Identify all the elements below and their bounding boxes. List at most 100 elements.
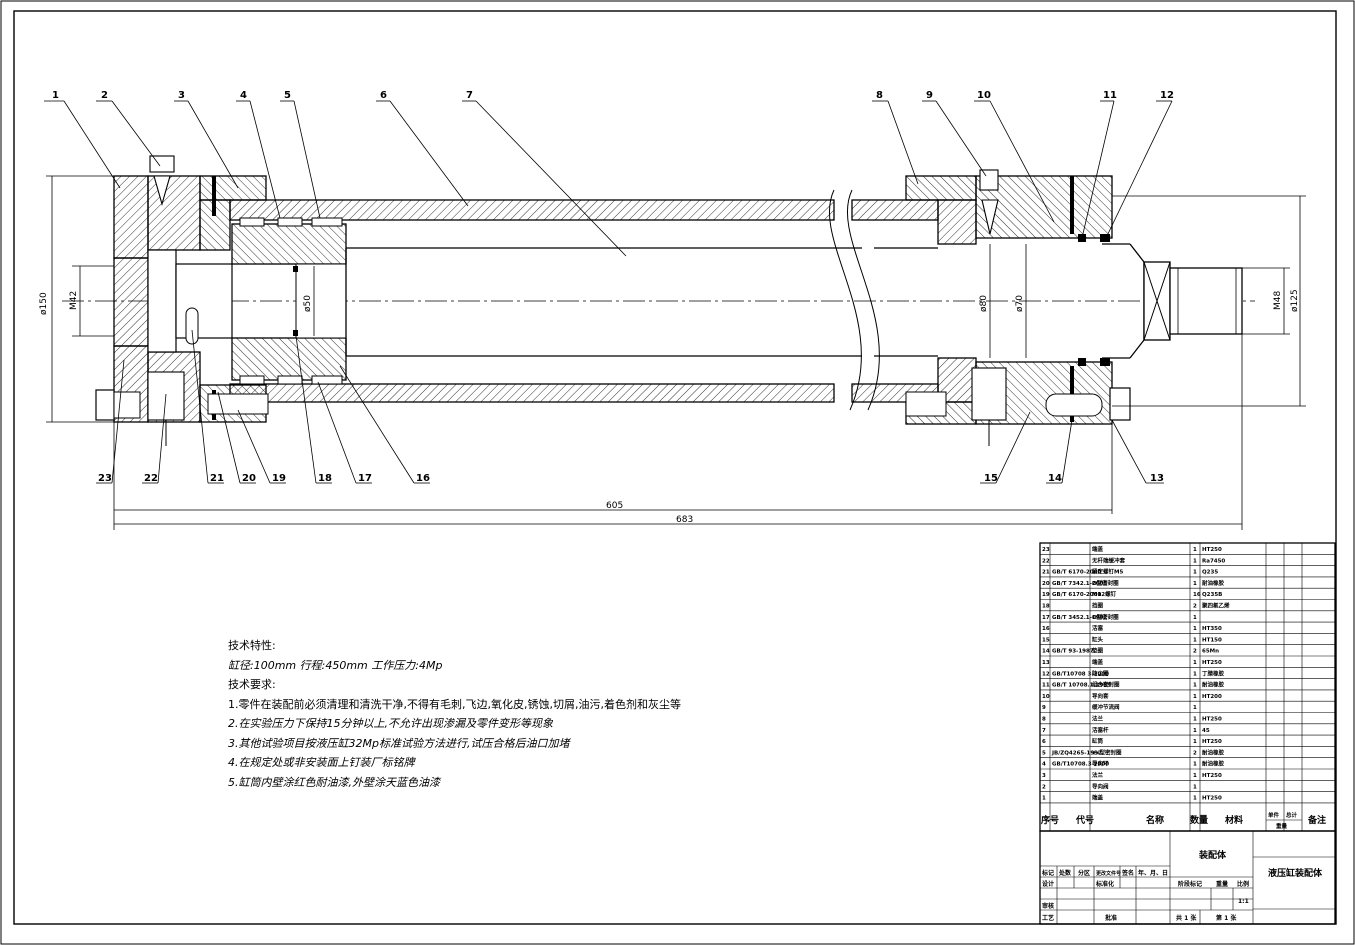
bom-cell-qty: 1 [1193, 671, 1197, 677]
balloon-19: 19 [272, 473, 286, 484]
balloon-12: 12 [1160, 90, 1174, 101]
requirement-4: 4.在规定处或非安装面上钉装厂标铭牌 [228, 756, 415, 769]
bom-cell-name: 缓冲节流阀 [1092, 703, 1120, 711]
bom-cell-no: 12 [1042, 671, 1050, 677]
bom-cell-mat: HT150 [1202, 637, 1222, 643]
dimensions [46, 175, 1306, 530]
piston-rod [345, 243, 1243, 359]
tb-date: 年、月、日 [1138, 869, 1168, 877]
bom-cell-qty: 1 [1193, 660, 1197, 666]
tb-review: 审核 [1042, 902, 1054, 910]
bom-cell-name: Yx型密封圈 [1091, 748, 1122, 756]
bom-cell-name: O型密封圈 [1092, 579, 1119, 587]
bom-cell-name: 无杆端缓冲套 [1091, 556, 1126, 564]
bom-cell-qty: 1 [1193, 615, 1197, 621]
bom-cell-name: 缸筒 [1092, 737, 1104, 745]
bom-cell-code: GB/T10708 3-2000 [1052, 671, 1109, 677]
bom-cell-mat: 65Mn [1202, 649, 1219, 655]
bom-cell-code: GB/T 6170-2000 [1052, 592, 1101, 598]
bom-cell-no: 11 [1042, 683, 1050, 689]
bom-cell-no: 5 [1042, 750, 1046, 756]
bom-cell-qty: 2 [1193, 604, 1197, 610]
bom-cell-name: 垫圈 [1092, 647, 1104, 655]
bom-cell-name: 防尘圈 [1092, 669, 1109, 677]
bom-cell-no: 20 [1042, 581, 1050, 587]
bom-cell-mat: HT250 [1202, 717, 1222, 723]
bom-header-total: 总计 [1286, 811, 1298, 819]
bom-cell-qty: 1 [1193, 762, 1197, 768]
bom-cell-qty: 1 [1193, 728, 1197, 734]
bom-cell-qty: 1 [1193, 796, 1197, 802]
bom-cell-name: O型密封圈 [1092, 613, 1119, 621]
balloon-7: 7 [466, 90, 473, 101]
bom-cell-mat: 耐油橡胶 [1202, 579, 1225, 587]
bom-cell-name: 紧定螺钉M5 [1092, 568, 1123, 576]
bom-cell-name: 组合密封圈 [1092, 681, 1120, 689]
bom-cell-name: 法兰 [1092, 771, 1104, 779]
cylinder-tube [229, 199, 939, 403]
bom-cell-mat: 45 [1202, 728, 1210, 734]
bom-cell-mat: HT250 [1202, 796, 1222, 802]
bom-cell-name: 法兰 [1092, 715, 1104, 723]
balloon-11: 11 [1103, 90, 1117, 101]
bom-cell-name: 导向阀 [1092, 782, 1109, 790]
valve-right [971, 169, 1007, 446]
bom-cell-no: 18 [1042, 604, 1050, 610]
balloon-13: 13 [1150, 473, 1164, 484]
balloon-10: 10 [977, 90, 991, 101]
bom-cell-mat: 耐油橡胶 [1202, 760, 1225, 768]
bom-cell-name: 活塞杆 [1092, 726, 1109, 734]
tb-standard: 标准化 [1095, 880, 1114, 888]
bom-cell-qty: 1 [1193, 570, 1197, 576]
bom-cell-qty: 1 [1193, 558, 1197, 564]
bom-header-unit: 单件 [1268, 811, 1280, 819]
bom-header-no: 序号 [1041, 814, 1059, 826]
tb-process: 工艺 [1042, 914, 1054, 922]
bolt-left [95, 389, 269, 421]
bom-cell-mat: HT250 [1202, 547, 1222, 553]
balloon-16: 16 [416, 473, 430, 484]
bom-cell-name: 端盖 [1092, 658, 1104, 666]
bom-cell-qty: 1 [1193, 626, 1197, 632]
tb-drawing-name: 液压缸装配体 [1268, 867, 1323, 879]
dim-d150: ø150 [39, 292, 49, 315]
bom-cell-name: 活塞 [1092, 624, 1104, 632]
tb-mark: 标记 [1041, 869, 1054, 877]
bom-cell-no: 14 [1042, 649, 1050, 655]
bom-cell-code: GB/T 3452.1-1992 [1052, 615, 1107, 621]
bom-cell-code: JB/ZQ4265-1997 [1051, 750, 1102, 756]
technical-notes: 技术特性: 缸径:100mm 行程:450mm 工作压力:4Mp 技术要求: 1… [228, 636, 681, 792]
bom-header-code: 代号 [1075, 814, 1094, 826]
bom-header-note: 备注 [1307, 814, 1326, 826]
bom-cell-mat: Q235 [1202, 570, 1218, 576]
dim-m42: M42 [69, 291, 79, 310]
balloon-6: 6 [380, 90, 387, 101]
bom-cell-mat: HT200 [1202, 694, 1222, 700]
bom-cell-mat: 耐油橡胶 [1202, 748, 1225, 756]
bom-cell-no: 21 [1042, 570, 1050, 576]
bom-cell-qty: 1 [1193, 773, 1197, 779]
bom-cell-no: 22 [1042, 558, 1050, 564]
balloon-5: 5 [284, 90, 291, 101]
bom-cell-mat: 丁腈橡胶 [1202, 669, 1225, 677]
bom-cell-qty: 1 [1193, 717, 1197, 723]
balloon-leaders [44, 100, 1173, 484]
bom-cell-no: 15 [1042, 637, 1050, 643]
break-line-2 [846, 189, 880, 411]
tb-design: 设计 [1042, 880, 1054, 888]
bom-cell-code: GB/T 10708.1-1989 [1052, 683, 1111, 689]
tb-change-no: 更改文件号 [1096, 870, 1121, 877]
bom-cell-name: 导向环 [1092, 760, 1109, 768]
bom-cell-qty: 16 [1193, 592, 1201, 598]
requirement-3: 3.其他试验项目按液压缸32Mp标准试验方法进行,试压合格后油口加堵 [228, 736, 570, 750]
bom-cell-mat: 聚四氟乙烯 [1201, 602, 1230, 610]
bom-cell-code: GB/T 7342.1-2005 [1052, 581, 1107, 587]
requirements-heading: 技术要求: [228, 678, 276, 691]
bom-cell-mat: HT250 [1202, 739, 1222, 745]
bom-cell-qty: 1 [1193, 683, 1197, 689]
bom-cell-qty: 1 [1193, 581, 1197, 587]
bom-cell-name: 挡圈 [1092, 602, 1104, 610]
bom-cell-no: 8 [1042, 717, 1046, 723]
dim-605: 605 [606, 501, 623, 511]
